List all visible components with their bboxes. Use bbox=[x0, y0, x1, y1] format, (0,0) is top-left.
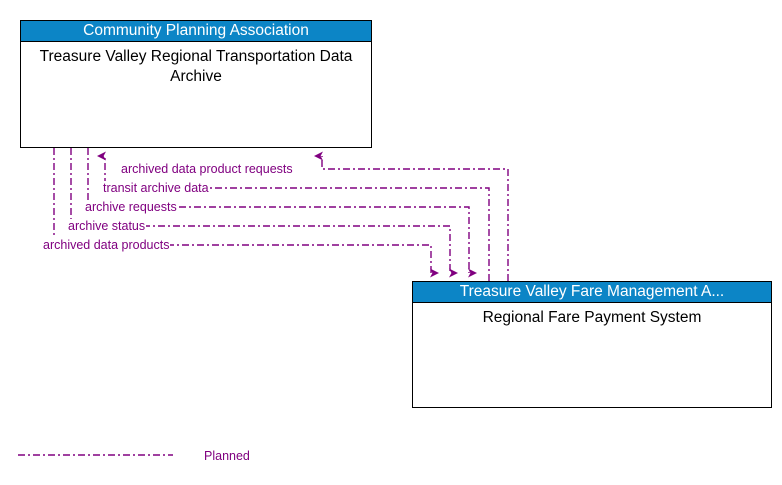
flow-label-archived-data-product-requests: archived data product requests bbox=[120, 162, 294, 176]
flow-label-transit-archive-data: transit archive data bbox=[102, 181, 210, 195]
entity-header-community-planning-association: Community Planning Association bbox=[21, 21, 371, 42]
flow-label-archive-requests: archive requests bbox=[84, 200, 178, 214]
flow-label-archived-data-products: archived data products bbox=[42, 238, 171, 252]
entity-box-regional-fare-payment-system[interactable]: Treasure Valley Fare Management A... Reg… bbox=[412, 281, 772, 408]
legend: Planned bbox=[18, 449, 298, 470]
entity-title-transportation-data-archive: Treasure Valley Regional Transportation … bbox=[39, 48, 353, 85]
legend-line-planned bbox=[18, 454, 173, 456]
entity-box-transportation-data-archive[interactable]: Community Planning Association Treasure … bbox=[20, 20, 372, 148]
entity-title-regional-fare-payment-system: Regional Fare Payment System bbox=[482, 309, 702, 326]
flow-label-archive-status: archive status bbox=[67, 219, 147, 233]
legend-label-planned: Planned bbox=[204, 449, 250, 463]
entity-header-treasure-valley-fare-management: Treasure Valley Fare Management A... bbox=[413, 282, 771, 303]
flow-line-archived-data-product-requests bbox=[314, 151, 509, 281]
